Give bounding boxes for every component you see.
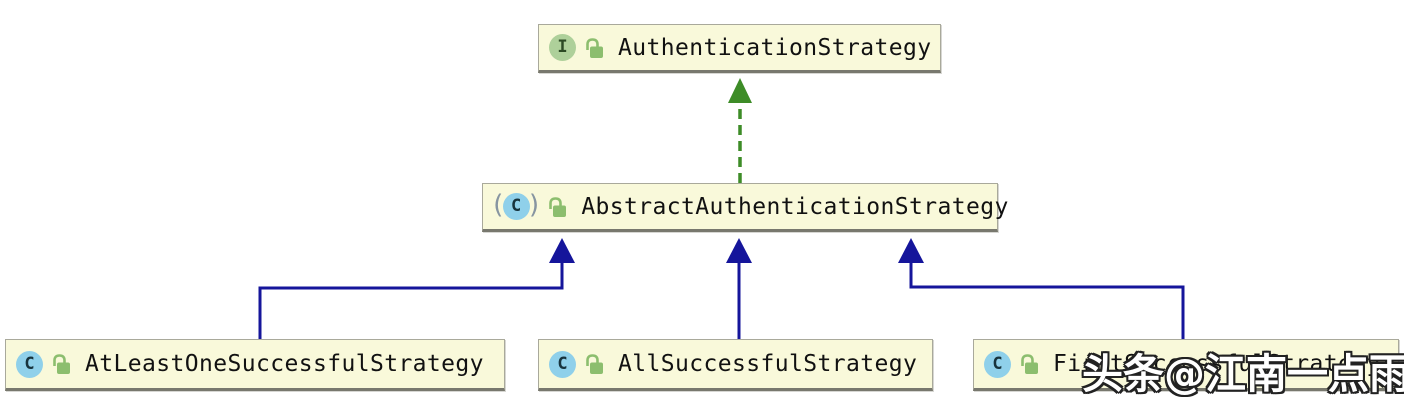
interface-icon-letter: I — [557, 37, 568, 57]
class-icon-letter: C — [24, 353, 35, 374]
node-label: AuthenticationStrategy — [618, 34, 932, 61]
public-lock-icon — [53, 354, 70, 374]
node-label: AbstractAuthenticationStrategy — [581, 193, 1009, 220]
node-allsuccessful-strategy[interactable]: C AllSuccessfulStrategy — [538, 339, 933, 391]
watermark-text: 头条@江南一点雨 — [1082, 350, 1404, 398]
node-label: FirstSuccessfulStrategy — [1053, 351, 1381, 377]
public-lock-icon — [586, 37, 603, 58]
public-lock-icon — [1021, 354, 1038, 374]
class-icon-letter: C — [557, 353, 568, 374]
class-icon-letter: C — [992, 353, 1003, 374]
node-abstract-authentication-strategy[interactable]: ( C ) AbstractAuthenticationStrategy — [482, 183, 1008, 232]
edge-extends-atleastone — [258, 238, 575, 339]
abstract-class-icon: ( C ) — [490, 189, 542, 220]
abstract-paren-close: ) — [526, 189, 543, 220]
public-lock-icon — [586, 354, 603, 374]
class-icon: C — [984, 350, 1011, 378]
node-firstsuccessful-strategy[interactable]: C FirstSuccessfulStrategy — [973, 339, 1399, 391]
class-icon: C — [16, 350, 43, 378]
interface-icon: I — [549, 34, 576, 61]
edge-extends-firstsuccessful — [898, 238, 1185, 339]
node-label: AllSuccessfulStrategy — [618, 351, 918, 377]
class-icon-letter: C — [511, 196, 522, 216]
class-icon: C — [549, 350, 576, 378]
node-label: AtLeastOneSuccessfulStrategy — [85, 351, 484, 377]
edge-implements-authentication-strategy — [728, 78, 752, 183]
abstract-paren-open: ( — [490, 189, 506, 220]
node-atleastone-successful-strategy[interactable]: C AtLeastOneSuccessfulStrategy — [5, 339, 505, 391]
class-icon: C — [502, 193, 530, 220]
node-authentication-strategy[interactable]: I AuthenticationStrategy — [538, 24, 941, 73]
edge-extends-allsuccessful — [726, 238, 752, 339]
public-lock-icon — [549, 196, 567, 217]
